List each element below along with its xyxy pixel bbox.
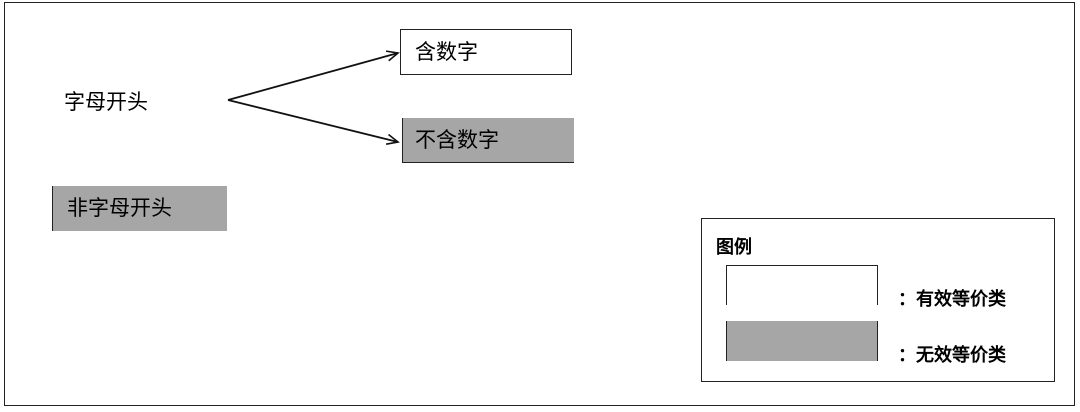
non-letter-start-node: 非字母开头 [52, 186, 227, 231]
contains-digit-node: 含数字 [400, 29, 572, 75]
no-digit-label: 不含数字 [415, 127, 499, 152]
legend-label-invalid: ：无效等价类 [898, 345, 1006, 366]
diagram-frame [4, 2, 1075, 406]
legend-swatch-invalid [726, 321, 878, 361]
legend-title: 图例 [716, 237, 752, 258]
legend: 图例 ：有效等价类 ：无效等价类 [701, 218, 1055, 382]
arrow-to-contains-digit [227, 50, 400, 101]
legend-swatch-valid [726, 265, 878, 305]
root-label: 字母开头 [64, 90, 148, 114]
legend-label-valid: ：有效等价类 [898, 289, 1006, 310]
non-letter-start-label: 非字母开头 [67, 196, 172, 220]
contains-digit-label: 含数字 [415, 39, 478, 64]
no-digit-node: 不含数字 [402, 118, 574, 163]
arrow-to-no-digit [227, 99, 400, 146]
